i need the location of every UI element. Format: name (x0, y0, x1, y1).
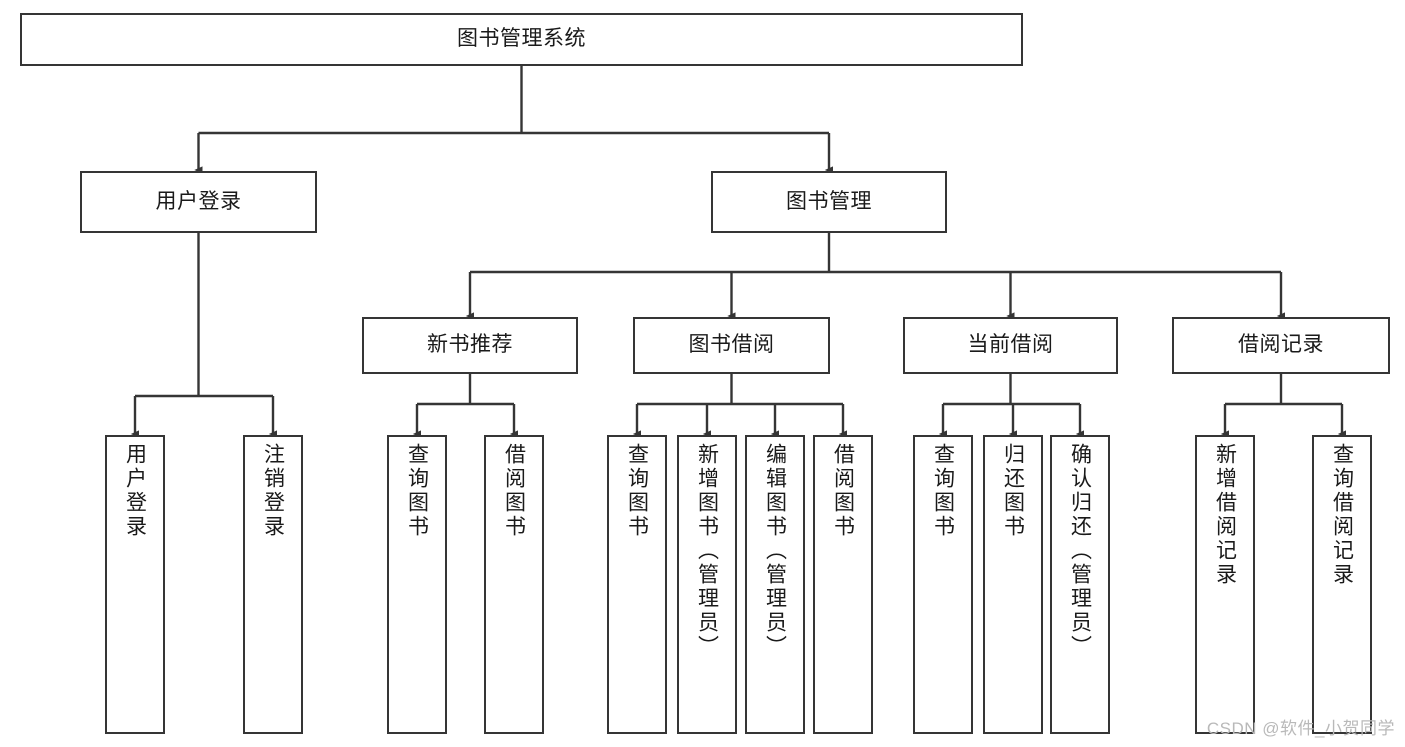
node-leaf-borrow-lend[interactable]: 借阅图书 (813, 435, 873, 734)
node-current-borrow[interactable]: 当前借阅 (903, 317, 1118, 374)
node-label-leaf-cur-query: 查询图书 (931, 443, 955, 539)
node-leaf-user-login[interactable]: 用户登录 (105, 435, 165, 734)
node-borrow-record[interactable]: 借阅记录 (1172, 317, 1390, 374)
tree-connectors (130, 66, 1347, 438)
node-book-manage[interactable]: 图书管理 (711, 171, 947, 233)
node-label-current-borrow: 当前借阅 (967, 333, 1054, 357)
node-label-leaf-rec-borrow: 借阅图书 (502, 443, 526, 539)
node-label-book-borrow: 图书借阅 (688, 333, 775, 357)
node-label-leaf-borrow-edit: 编辑图书（管理员） (763, 443, 787, 659)
node-label-leaf-cur-return: 归还图书 (1001, 443, 1025, 539)
node-label-leaf-borrow-lend: 借阅图书 (831, 443, 855, 539)
node-leaf-cur-return[interactable]: 归还图书 (983, 435, 1043, 734)
node-label-leaf-rec-query2: 查询借阅记录 (1330, 443, 1354, 587)
node-book-borrow[interactable]: 图书借阅 (633, 317, 830, 374)
node-leaf-user-logout[interactable]: 注销登录 (243, 435, 303, 734)
node-leaf-borrow-edit[interactable]: 编辑图书（管理员） (745, 435, 805, 734)
node-label-root: 图书管理系统 (457, 27, 586, 51)
node-leaf-borrow-query[interactable]: 查询图书 (607, 435, 667, 734)
node-label-leaf-user-logout: 注销登录 (261, 443, 285, 539)
node-label-leaf-rec-add: 新增借阅记录 (1213, 443, 1237, 587)
node-label-book-manage: 图书管理 (786, 189, 872, 213)
node-leaf-rec-query2[interactable]: 查询借阅记录 (1312, 435, 1372, 734)
node-label-leaf-cur-confirm: 确认归还（管理员） (1068, 443, 1092, 659)
node-leaf-cur-query[interactable]: 查询图书 (913, 435, 973, 734)
node-leaf-borrow-add[interactable]: 新增图书（管理员） (677, 435, 737, 734)
node-label-new-book-rec: 新书推荐 (427, 333, 513, 357)
node-label-user-login: 用户登录 (155, 189, 242, 213)
node-leaf-rec-borrow[interactable]: 借阅图书 (484, 435, 544, 734)
node-label-leaf-user-login: 用户登录 (123, 443, 147, 539)
node-label-leaf-borrow-add: 新增图书（管理员） (695, 443, 719, 659)
node-user-login[interactable]: 用户登录 (80, 171, 317, 233)
node-leaf-rec-query[interactable]: 查询图书 (387, 435, 447, 734)
node-label-borrow-record: 借阅记录 (1238, 333, 1324, 357)
node-label-leaf-rec-query: 查询图书 (405, 443, 429, 539)
node-leaf-rec-add[interactable]: 新增借阅记录 (1195, 435, 1255, 734)
node-root[interactable]: 图书管理系统 (20, 13, 1023, 66)
node-new-book-rec[interactable]: 新书推荐 (362, 317, 578, 374)
node-label-leaf-borrow-query: 查询图书 (625, 443, 649, 539)
node-leaf-cur-confirm[interactable]: 确认归还（管理员） (1050, 435, 1110, 734)
